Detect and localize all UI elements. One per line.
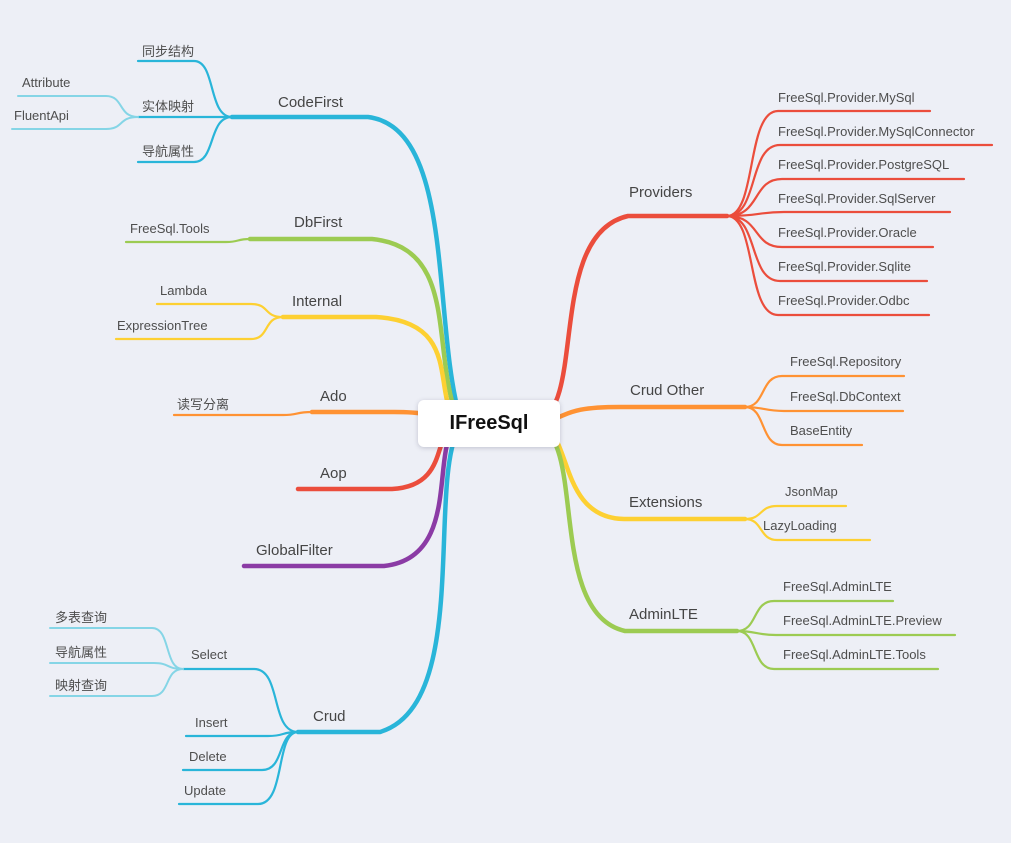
edge-select bbox=[181, 667, 300, 734]
edge-provider-sqlserver bbox=[725, 210, 952, 218]
node-select[interactable]: Select bbox=[191, 647, 228, 662]
edge-multi-table-query bbox=[49, 627, 184, 670]
edge-lambda bbox=[155, 302, 285, 319]
node-globalfilter[interactable]: GlobalFilter bbox=[256, 542, 333, 559]
edge-provider-oracle bbox=[725, 214, 935, 249]
node-provider-sqlserver[interactable]: FreeSql.Provider.SqlServer bbox=[778, 191, 936, 206]
edge-crud bbox=[295, 427, 461, 735]
node-provider-sqlite[interactable]: FreeSql.Provider.Sqlite bbox=[778, 259, 911, 274]
node-multi-table-query[interactable]: 多表查询 bbox=[55, 610, 108, 625]
node-adminlte-preview[interactable]: FreeSql.AdminLTE.Preview bbox=[783, 613, 942, 628]
node-nav-prop-query[interactable]: 导航属性 bbox=[55, 645, 108, 660]
edge-nav-prop bbox=[136, 115, 234, 164]
node-ado[interactable]: Ado bbox=[320, 388, 347, 405]
node-provider-postgresql[interactable]: FreeSql.Provider.PostgreSQL bbox=[778, 157, 950, 172]
node-adminlte-pkg[interactable]: FreeSql.AdminLTE bbox=[783, 579, 892, 594]
edge-provider-sqlite bbox=[725, 214, 929, 283]
node-provider-oracle[interactable]: FreeSql.Provider.Oracle bbox=[778, 225, 917, 240]
node-repository[interactable]: FreeSql.Repository bbox=[790, 354, 902, 369]
edge-provider-mysqlconnector bbox=[725, 143, 994, 218]
node-aop[interactable]: Aop bbox=[320, 465, 347, 482]
node-entity-map[interactable]: 实体映射 bbox=[142, 99, 195, 114]
node-codefirst[interactable]: CodeFirst bbox=[278, 94, 344, 111]
edge-attribute bbox=[17, 95, 139, 118]
edge-repository bbox=[743, 374, 906, 409]
edge-sync-struct bbox=[136, 59, 234, 119]
edge-adminlte-preview bbox=[735, 629, 957, 637]
node-dbcontext[interactable]: FreeSql.DbContext bbox=[790, 389, 901, 404]
edge-expression-tree bbox=[114, 315, 285, 341]
edge-adminlte bbox=[537, 425, 740, 634]
edge-fluentapi bbox=[11, 116, 139, 130]
node-update[interactable]: Update bbox=[184, 783, 226, 798]
edge-adminlte-tools bbox=[735, 629, 940, 671]
edge-nav-prop-query bbox=[49, 662, 184, 670]
edge-freesql-tools bbox=[124, 237, 252, 244]
node-delete[interactable]: Delete bbox=[189, 749, 227, 764]
node-crud-other[interactable]: Crud Other bbox=[630, 382, 705, 399]
node-adminlte[interactable]: AdminLTE bbox=[629, 606, 698, 623]
edge-update bbox=[177, 730, 300, 806]
edge-rw-split bbox=[172, 410, 314, 417]
node-sync-struct[interactable]: 同步结构 bbox=[142, 44, 195, 59]
edge-dbcontext bbox=[743, 405, 905, 413]
node-rw-split[interactable]: 读写分离 bbox=[177, 397, 230, 412]
node-lazyloading[interactable]: LazyLoading bbox=[763, 518, 837, 533]
edge-provider-postgresql bbox=[725, 177, 966, 218]
edge-adminlte-pkg bbox=[735, 599, 895, 633]
node-expression-tree[interactable]: ExpressionTree bbox=[117, 318, 208, 333]
edge-map-query bbox=[49, 668, 184, 697]
node-provider-mysql[interactable]: FreeSql.Provider.MySql bbox=[778, 90, 915, 105]
node-nav-prop[interactable]: 导航属性 bbox=[142, 144, 195, 159]
node-internal[interactable]: Internal bbox=[292, 293, 343, 310]
edge-provider-odbc bbox=[725, 214, 931, 317]
root-node[interactable]: IFreeSql bbox=[418, 400, 560, 447]
node-provider-mysqlconnector[interactable]: FreeSql.Provider.MySqlConnector bbox=[778, 124, 975, 139]
edge-codefirst bbox=[229, 114, 463, 421]
node-providers[interactable]: Providers bbox=[629, 184, 693, 201]
node-jsonmap[interactable]: JsonMap bbox=[785, 484, 838, 499]
node-fluentapi[interactable]: FluentApi bbox=[14, 108, 69, 123]
node-map-query[interactable]: 映射查询 bbox=[55, 678, 108, 693]
node-provider-odbc[interactable]: FreeSql.Provider.Odbc bbox=[778, 293, 910, 308]
node-crud[interactable]: Crud bbox=[313, 708, 346, 725]
edge-lazyloading bbox=[743, 517, 872, 542]
edge-baseentity bbox=[743, 405, 864, 447]
edge-provider-mysql bbox=[725, 109, 932, 218]
edge-dbfirst bbox=[247, 236, 461, 423]
node-lambda[interactable]: Lambda bbox=[160, 283, 207, 298]
node-insert[interactable]: Insert bbox=[195, 715, 228, 730]
edge-crud-other bbox=[537, 404, 748, 425]
edge-insert bbox=[184, 730, 300, 738]
node-adminlte-tools[interactable]: FreeSql.AdminLTE.Tools bbox=[783, 647, 926, 662]
node-attribute[interactable]: Attribute bbox=[22, 75, 71, 90]
node-freesql-tools[interactable]: FreeSql.Tools bbox=[130, 221, 210, 236]
node-dbfirst[interactable]: DbFirst bbox=[294, 214, 343, 231]
node-extensions[interactable]: Extensions bbox=[629, 494, 703, 511]
node-baseentity[interactable]: BaseEntity bbox=[790, 423, 853, 438]
